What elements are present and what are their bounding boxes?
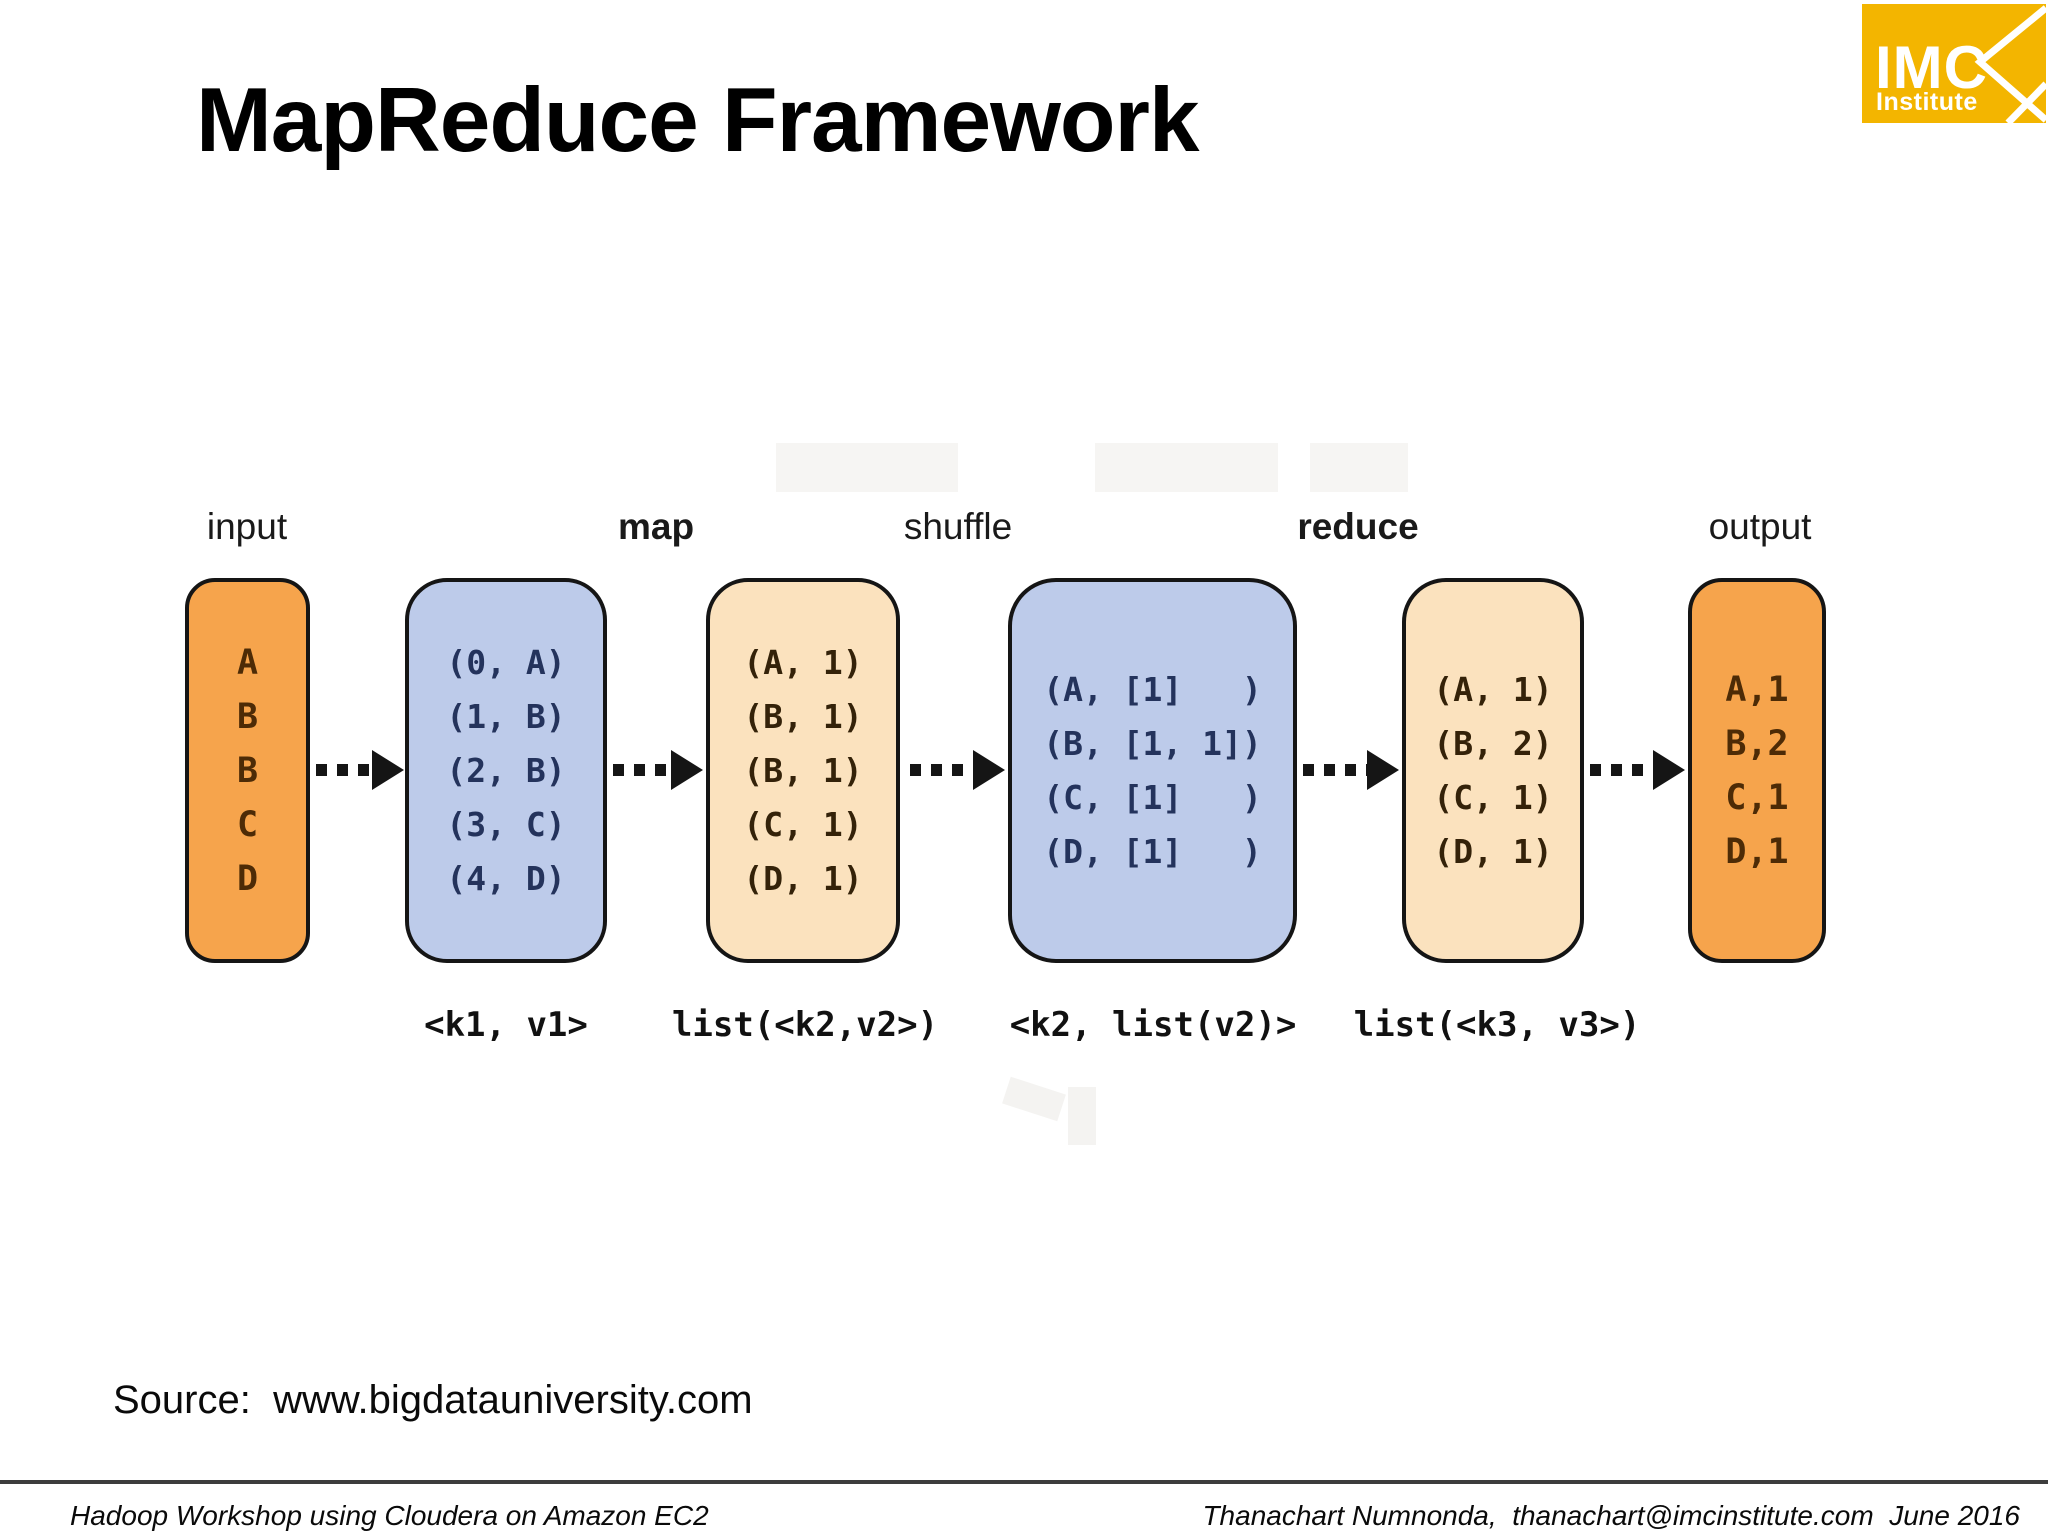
box-line: C — [236, 804, 259, 845]
stage-label-map: map — [617, 506, 695, 547]
box-line: D,1 — [1725, 831, 1789, 872]
box-line: (B, [1, 1]) — [1043, 723, 1262, 763]
box-line: (D, [1] ) — [1043, 831, 1262, 871]
shuffle-box: (A, [1] ) (B, [1, 1]) (C, [1] ) (D, [1] … — [1008, 578, 1297, 963]
output-box: A,1 B,2 C,1 D,1 — [1688, 578, 1826, 963]
box-line: C,1 — [1725, 777, 1789, 818]
map-output-box: (A, 1) (B, 1) (B, 1) (C, 1) (D, 1) — [706, 578, 900, 963]
flow-arrow — [1303, 750, 1399, 790]
box-line: (3, C) — [446, 804, 566, 844]
imc-institute-logo: IMC Institute — [1862, 4, 2046, 123]
box-line: (D, 1) — [743, 858, 863, 898]
arrow-dots — [910, 764, 977, 776]
logo-text-institute: Institute — [1876, 88, 1978, 116]
logo-text-imc: IMC — [1875, 34, 1988, 101]
box-line: (D, 1) — [1433, 831, 1553, 871]
box-line: (B, 2) — [1433, 723, 1553, 763]
stage-label-shuffle: shuffle — [903, 506, 1013, 547]
footer-author-contact: Thanachart Numnonda, thanachart@imcinsti… — [1202, 1500, 2020, 1531]
watermark-mark — [1068, 1087, 1096, 1145]
box-line: (4, D) — [446, 858, 566, 898]
signature-k1v1: <k1, v1> — [424, 1005, 588, 1045]
arrow-dots — [1303, 764, 1371, 776]
flow-arrow — [613, 750, 703, 790]
flow-arrow — [316, 750, 404, 790]
watermark-mark — [1002, 1076, 1066, 1122]
box-line: (B, 1) — [743, 696, 863, 736]
flow-arrow — [1590, 750, 1685, 790]
flow-arrow — [910, 750, 1005, 790]
reduce-output-box: (A, 1) (B, 2) (C, 1) (D, 1) — [1402, 578, 1584, 963]
box-line: (A, [1] ) — [1043, 669, 1262, 709]
watermark-band — [1310, 443, 1408, 492]
box-line: B — [236, 750, 259, 791]
box-line: (C, [1] ) — [1043, 777, 1262, 817]
box-line: A,1 — [1725, 669, 1789, 710]
stage-label-output: output — [1708, 506, 1812, 547]
box-line: (C, 1) — [1433, 777, 1553, 817]
box-line: (B, 1) — [743, 750, 863, 790]
box-line: (A, 1) — [1433, 669, 1553, 709]
signature-list-k3v3: list(<k3, v3>) — [1353, 1005, 1641, 1045]
watermark-band — [1095, 443, 1278, 492]
box-line: (1, B) — [446, 696, 566, 736]
input-box: A B B C D — [185, 578, 310, 963]
box-line: B,2 — [1725, 723, 1789, 764]
box-line: (0, A) — [446, 642, 566, 682]
arrow-head — [1367, 750, 1399, 790]
signature-list-k2v2: list(<k2,v2>) — [671, 1005, 939, 1045]
map-input-box: (0, A) (1, B) (2, B) (3, C) (4, D) — [405, 578, 607, 963]
box-line: (A, 1) — [743, 642, 863, 682]
page-title: MapReduce Framework — [196, 70, 1200, 171]
footer-divider — [0, 1480, 2048, 1484]
source-citation: Source: www.bigdatauniversity.com — [113, 1378, 753, 1422]
arrow-head — [671, 750, 703, 790]
box-line: (2, B) — [446, 750, 566, 790]
watermark-band — [776, 443, 958, 492]
box-line: (C, 1) — [743, 804, 863, 844]
footer-workshop-title: Hadoop Workshop using Cloudera on Amazon… — [70, 1500, 709, 1531]
arrow-dots — [316, 764, 376, 776]
arrow-dots — [1590, 764, 1657, 776]
arrow-head — [372, 750, 404, 790]
arrow-dots — [613, 764, 675, 776]
box-line: A — [236, 642, 259, 683]
chevron-left-icon — [1974, 5, 2046, 123]
arrow-head — [1653, 750, 1685, 790]
box-line: D — [236, 858, 259, 899]
box-line: B — [236, 696, 259, 737]
stage-label-input: input — [206, 506, 288, 547]
signature-k2-listv2: <k2, list(v2)> — [1009, 1005, 1297, 1045]
stage-label-reduce: reduce — [1297, 506, 1419, 547]
arrow-head — [973, 750, 1005, 790]
